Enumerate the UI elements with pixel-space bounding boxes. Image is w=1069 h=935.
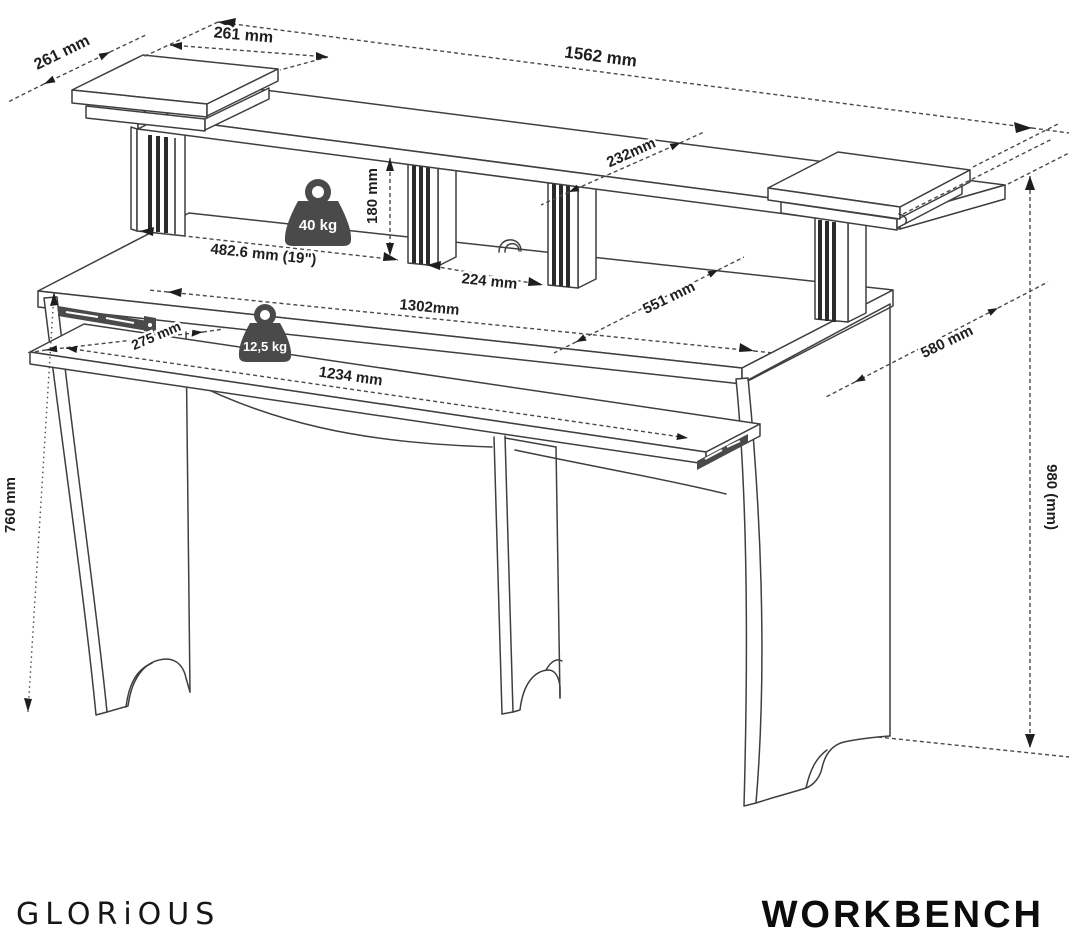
tray-slide-rail-left [58, 306, 156, 333]
pullout-tray [29, 306, 761, 470]
shelf-load-label: 40 kg [299, 217, 337, 234]
branding: GLORiOUS WORKBENCH [16, 894, 1044, 935]
left-leg [43, 296, 191, 716]
right-side-panel [735, 303, 891, 807]
speaker-platform-left [71, 54, 279, 132]
rack-columns [130, 126, 867, 323]
brand-logo: GLORiOUS [16, 897, 220, 932]
tray-load-label: 12,5 kg [243, 339, 287, 354]
desk-structure [29, 54, 1006, 807]
dim-total-width-label: 1562 mm [563, 42, 638, 70]
dimension-lines [7, 21, 1069, 758]
dimension-arrowheads [24, 18, 1035, 748]
tray-load-rating: 12,5 kg [238, 304, 292, 362]
rack-column-center-left [407, 151, 457, 267]
weight-kettlebell-icon [284, 179, 352, 246]
cable-grommet [498, 239, 522, 253]
rack-column-left [130, 126, 186, 237]
weight-kettlebell-icon [238, 304, 292, 362]
dim-desk-height-label: 760 mm [2, 477, 19, 533]
shelf-load-rating: 40 kg [284, 179, 352, 246]
rack-column-right [814, 208, 867, 323]
middle-leg [493, 435, 563, 715]
dim-total-height-label: 980 (mm) [1043, 464, 1060, 530]
dim-platform-depth-label: 261 mm [32, 32, 93, 73]
dim-platform-width-label: 261 mm [213, 24, 274, 46]
tray-slide-rail-right [697, 434, 748, 470]
dim-rack-height-label: 180 mm [364, 168, 381, 224]
product-name: WORKBENCH [762, 894, 1044, 935]
dim-total-depth-label: 580 mm [918, 322, 976, 362]
speaker-platform-right [767, 151, 971, 231]
